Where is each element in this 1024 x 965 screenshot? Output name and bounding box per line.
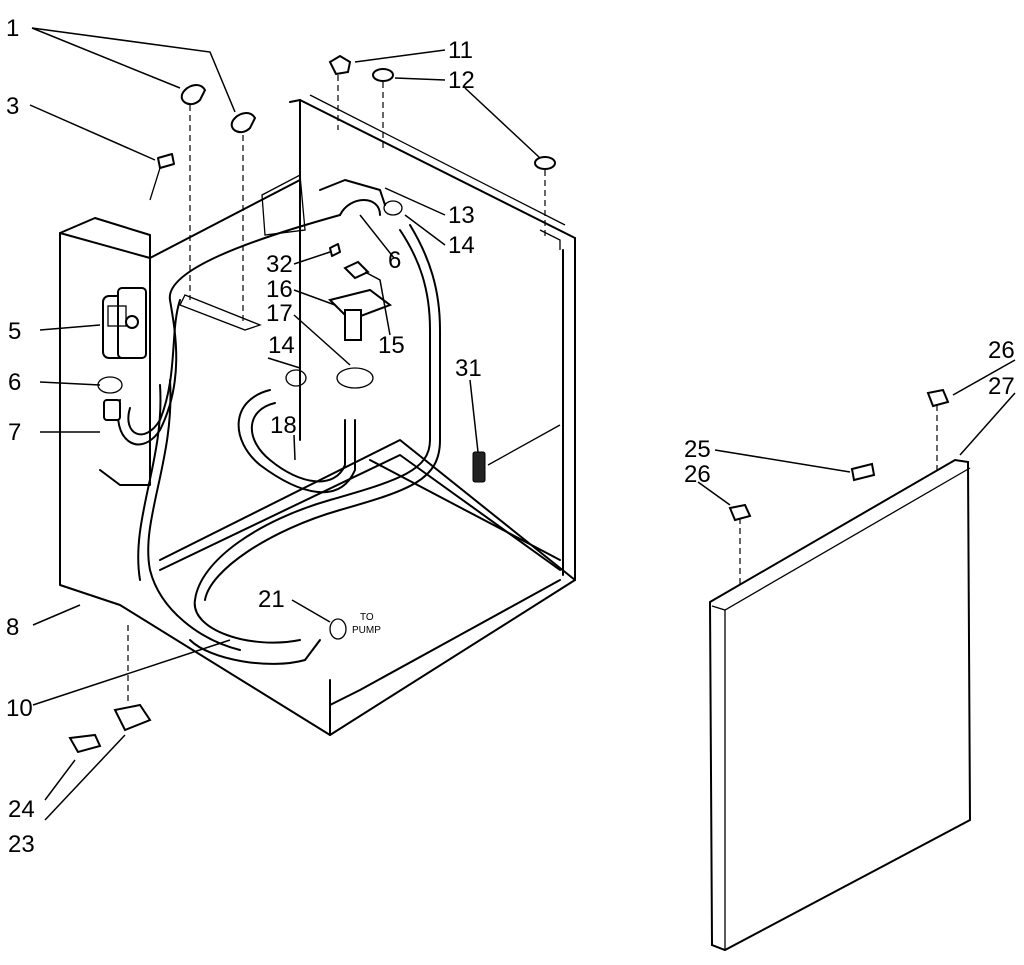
label-23: 23 <box>8 831 35 858</box>
label-25: 25 <box>684 436 711 463</box>
label-6-right: 6 <box>388 247 401 274</box>
label-7: 7 <box>8 419 21 446</box>
to-pump-label-to: TO <box>360 612 374 623</box>
label-17: 17 <box>266 300 293 327</box>
label-26-top: 26 <box>988 337 1015 364</box>
label-14-left: 14 <box>268 332 295 359</box>
label-11: 11 <box>448 37 473 64</box>
label-12: 12 <box>448 67 475 94</box>
small-parts <box>68 54 938 754</box>
label-1: 1 <box>6 15 19 42</box>
to-pump-label-pump: PUMP <box>352 625 381 636</box>
hoses <box>117 179 441 665</box>
label-14-right: 14 <box>448 232 475 259</box>
label-6-left: 6 <box>8 369 21 396</box>
label-8: 8 <box>6 614 19 641</box>
label-18: 18 <box>270 412 297 439</box>
label-31: 31 <box>455 355 482 382</box>
label-3: 3 <box>6 93 19 120</box>
label-24: 24 <box>8 796 35 823</box>
leader-lines <box>29 27 1016 821</box>
water-valve <box>102 287 147 421</box>
label-21: 21 <box>258 586 285 613</box>
front-panel <box>708 388 972 952</box>
label-32: 32 <box>266 251 293 278</box>
label-26-bottom: 26 <box>684 461 711 488</box>
label-16: 16 <box>266 276 293 303</box>
label-10: 10 <box>6 695 33 722</box>
callout-labels: 1 3 5 6 7 8 10 11 12 13 14 14 6 32 16 17… <box>6 15 1015 858</box>
label-15: 15 <box>378 332 405 359</box>
label-13: 13 <box>448 202 475 229</box>
label-5: 5 <box>8 318 21 345</box>
label-27: 27 <box>988 373 1015 400</box>
cabinet <box>59 94 576 736</box>
